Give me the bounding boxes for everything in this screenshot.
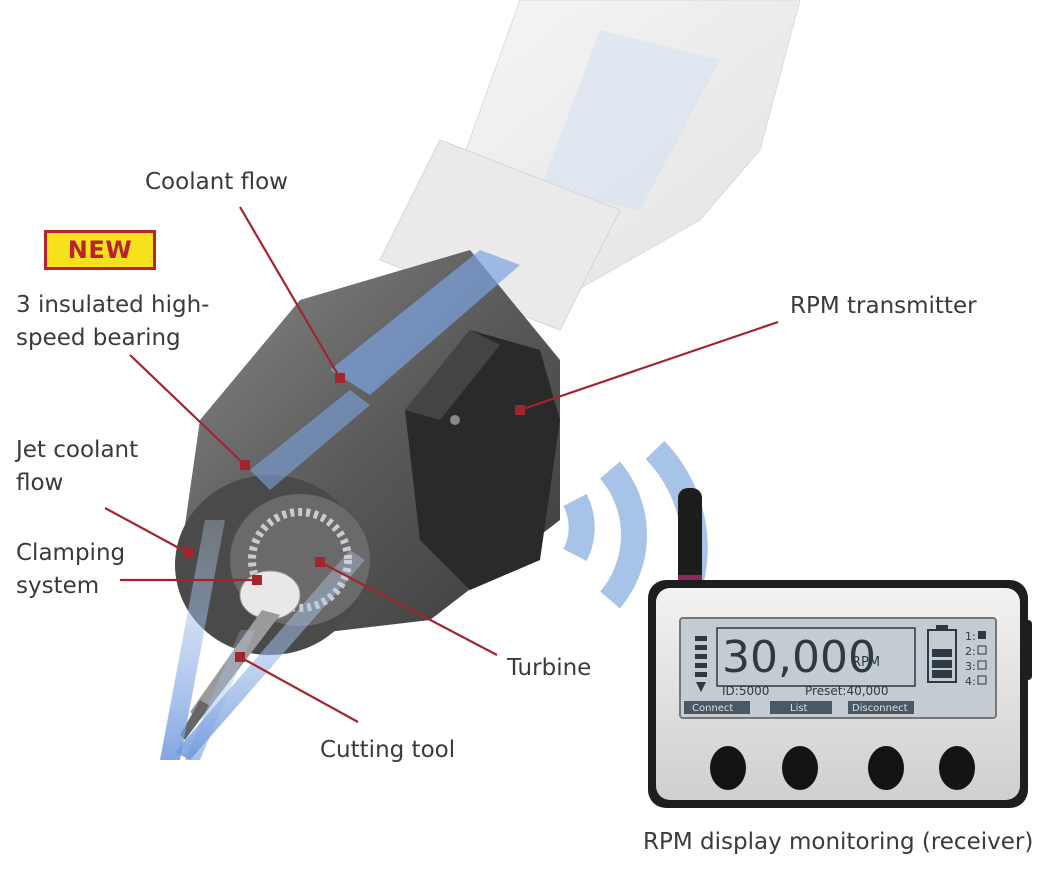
label-receiver-caption: RPM display monitoring (receiver) — [643, 829, 1034, 855]
label-jet-coolant-line1: Jet coolant — [16, 437, 139, 463]
leader-lines — [104, 206, 779, 723]
leader-coolant-flow — [239, 206, 341, 379]
softkey-bar: Connect List Disconnect — [684, 701, 914, 714]
device-button-3[interactable] — [868, 746, 904, 790]
softkey-list: List — [790, 703, 808, 714]
channel-3: 3: — [965, 660, 976, 673]
preset-value: Preset:40,000 — [805, 684, 888, 698]
device-button-2[interactable] — [782, 746, 818, 790]
leader-bearing — [129, 354, 246, 466]
label-rpm-transmitter: RPM transmitter — [790, 293, 977, 319]
leader-rpm-transmitter — [519, 320, 779, 412]
leader-jet-coolant — [104, 507, 189, 554]
channel-1: 1: — [965, 630, 976, 643]
softkey-connect: Connect — [692, 703, 733, 714]
channel-list: 1: 2: 3: 4: — [965, 630, 987, 688]
rpm-unit: RPM — [852, 655, 880, 670]
battery-icon — [927, 625, 957, 683]
rpm-transmitter — [405, 330, 560, 590]
device-button-1[interactable] — [710, 746, 746, 790]
new-badge: NEW — [44, 230, 156, 270]
softkey-disconnect: Disconnect — [852, 703, 908, 714]
device-button-4[interactable] — [939, 746, 975, 790]
label-clamping-line1: Clamping — [16, 540, 126, 566]
lcd-screen — [679, 617, 997, 719]
rpm-value: 30,000 — [722, 632, 876, 683]
leader-cutting-tool — [239, 656, 359, 723]
channel-2: 2: — [965, 645, 976, 658]
label-bearing-line1: 3 insulated high- — [16, 292, 210, 318]
label-clamping-line2: system — [16, 573, 100, 599]
label-jet-coolant-line2: flow — [16, 470, 64, 496]
leader-turbine — [319, 561, 498, 656]
antenna — [678, 488, 702, 586]
label-cutting-tool: Cutting tool — [320, 737, 456, 763]
label-turbine: Turbine — [507, 655, 592, 681]
label-bearing-line2: speed bearing — [16, 325, 181, 351]
device-id: ID:5000 — [722, 684, 769, 698]
channel-4: 4: — [965, 675, 976, 688]
rpm-receiver-device: 30,000 RPM 1: 2: 3: 4: ID:5000 Preset:40… — [648, 488, 1032, 808]
label-coolant-flow: Coolant flow — [145, 169, 288, 195]
